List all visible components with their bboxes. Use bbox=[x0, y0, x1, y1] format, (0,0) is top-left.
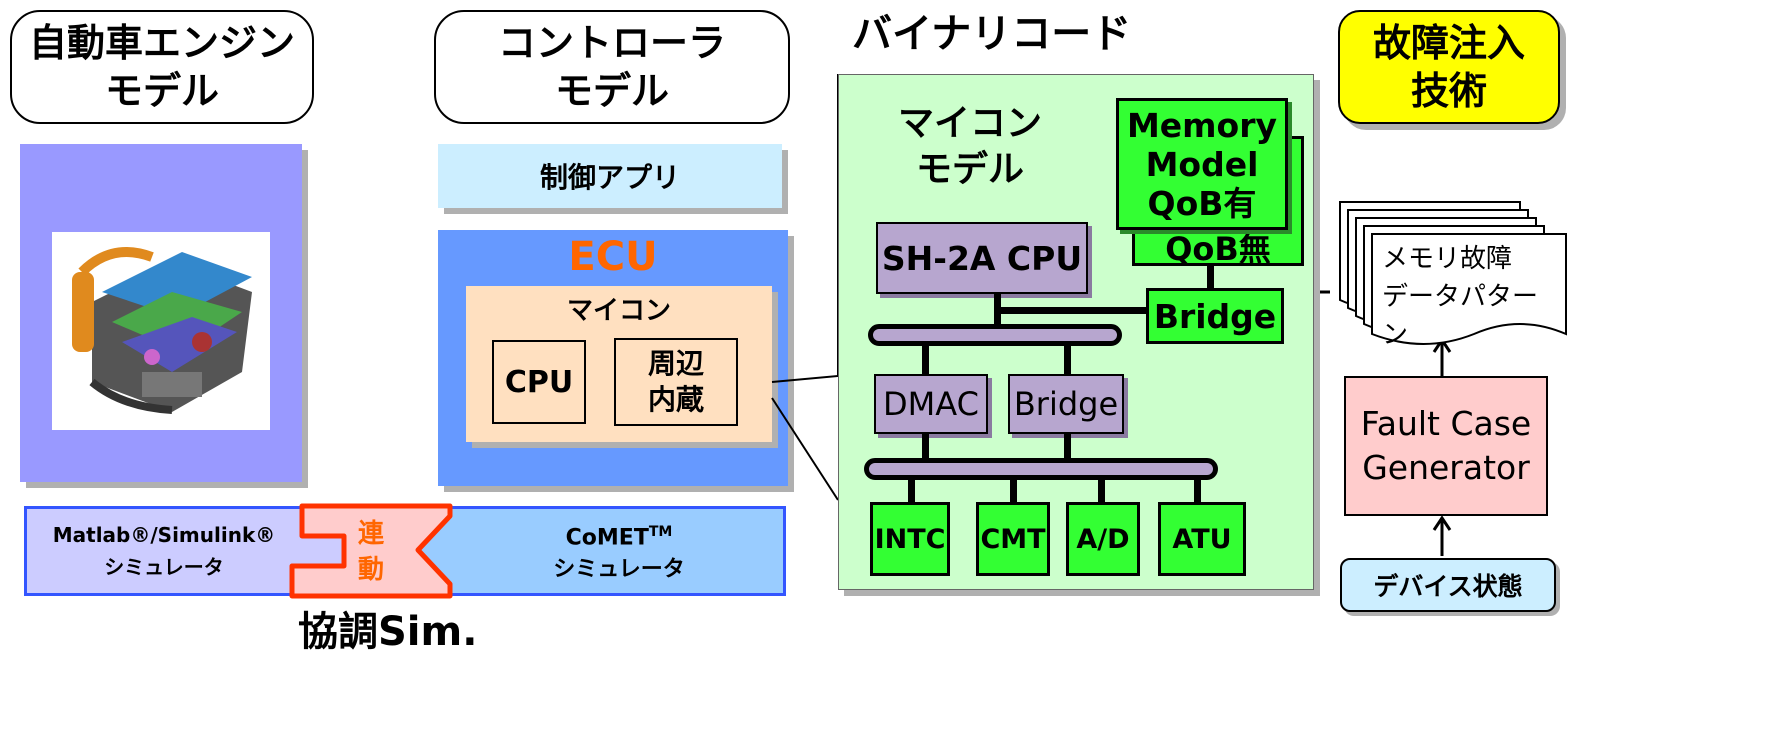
bus2-to-ad-line bbox=[1098, 480, 1105, 502]
controller-model-label-line2: モデル bbox=[554, 69, 669, 113]
memory-model-qob-none: QoB無 bbox=[1165, 230, 1271, 268]
engine-image bbox=[52, 232, 270, 430]
comet-name: CoMET bbox=[565, 525, 649, 551]
ecu-cpu-box: CPU bbox=[492, 340, 586, 424]
micon-model-title: マイコン モデル bbox=[870, 100, 1070, 194]
bus1-to-dmac-line bbox=[922, 346, 929, 374]
bus1-to-bridge-mid-line bbox=[1064, 346, 1071, 374]
bus-to-bridge-line bbox=[998, 307, 1146, 314]
device-state-box: デバイス状態 bbox=[1340, 558, 1556, 612]
pattern-line2: データパターン bbox=[1382, 282, 1539, 350]
link-line1: 連 bbox=[357, 519, 384, 549]
memory-to-bridge-line bbox=[1207, 266, 1214, 288]
engine-model-label-line2: モデル bbox=[104, 69, 219, 113]
memory-model-line2: Model bbox=[1145, 144, 1259, 184]
bus-upper bbox=[868, 324, 1122, 346]
pattern-document-text: メモリ故障 データパターン bbox=[1382, 240, 1562, 350]
bridge-top-box: Bridge bbox=[1146, 288, 1284, 344]
fault-injection-label-line2: 技術 bbox=[1410, 69, 1487, 113]
bridge-mid-box: Bridge bbox=[1008, 374, 1124, 434]
dmac-to-bus2-line bbox=[922, 434, 929, 460]
comet-area bbox=[410, 509, 783, 593]
controller-model-label: コントローラ モデル bbox=[434, 10, 790, 124]
fault-case-generator-box: Fault Case Generator bbox=[1344, 376, 1548, 516]
memory-model-line1: Memory bbox=[1126, 105, 1278, 145]
matlab-line1: Matlab®/Simulink® bbox=[52, 523, 276, 547]
atu-box: ATU bbox=[1158, 502, 1246, 576]
micon-model-title-line1: マイコン bbox=[897, 103, 1042, 144]
micon-model-title-line2: モデル bbox=[915, 149, 1024, 190]
comet-line2: シミュレータ bbox=[553, 557, 685, 583]
dmac-box: DMAC bbox=[874, 374, 988, 434]
matlab-line2: シミュレータ bbox=[104, 555, 224, 579]
sh2a-cpu-box: SH-2A CPU bbox=[876, 222, 1088, 294]
micon-box bbox=[466, 286, 772, 442]
peripheral-line2: 内蔵 bbox=[647, 383, 704, 416]
fault-injection-label: 故障注入 技術 bbox=[1338, 10, 1560, 124]
memory-model-front-card: Memory Model QoB有 bbox=[1116, 98, 1288, 230]
matlab-simulator: Matlab®/Simulink® シミュレータ bbox=[28, 512, 300, 590]
bridge-to-bus2-line bbox=[1064, 434, 1071, 460]
intc-box: INTC bbox=[870, 502, 950, 576]
comet-tm: TM bbox=[648, 523, 673, 540]
bus2-to-cmt-line bbox=[1010, 480, 1017, 502]
generator-line1: Fault Case bbox=[1360, 404, 1532, 443]
peripheral-box: 周辺 内蔵 bbox=[614, 338, 738, 426]
pattern-line1: メモリ故障 bbox=[1382, 244, 1513, 274]
bus2-to-intc-line bbox=[908, 480, 915, 502]
binary-code-label: バイナリコード bbox=[852, 11, 1132, 57]
link-label: 連 動 bbox=[346, 512, 396, 592]
cmt-box: CMT bbox=[976, 502, 1050, 576]
ad-box: A/D bbox=[1066, 502, 1140, 576]
micon-label: マイコン bbox=[566, 295, 671, 326]
link-line2: 動 bbox=[357, 555, 384, 585]
bus-lower bbox=[864, 458, 1218, 480]
generator-line2: Generator bbox=[1362, 448, 1530, 487]
peripheral-line1: 周辺 bbox=[647, 347, 704, 380]
bus2-to-atu-line bbox=[1194, 480, 1201, 502]
comet-simulator: CoMETTM シミュレータ bbox=[460, 512, 778, 590]
ecu-label: ECU bbox=[568, 234, 658, 280]
control-app-box: 制御アプリ bbox=[438, 144, 782, 208]
engine-model-label-line1: 自動車エンジン bbox=[28, 21, 295, 65]
comet-line1: CoMETTM bbox=[566, 516, 673, 554]
cpu-to-bus-line bbox=[994, 294, 1001, 328]
engine-model-label: 自動車エンジン モデル bbox=[10, 10, 314, 124]
engine-illustration-icon bbox=[72, 247, 252, 414]
cosim-label: 協調Sim. bbox=[298, 609, 478, 655]
fault-injection-label-line1: 故障注入 bbox=[1372, 21, 1525, 65]
memory-model-line3: QoB有 bbox=[1147, 183, 1257, 223]
controller-model-label-line1: コントローラ bbox=[497, 21, 726, 65]
